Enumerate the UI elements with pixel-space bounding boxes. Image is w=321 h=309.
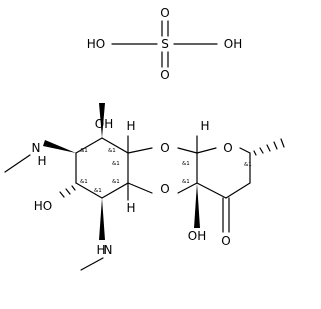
hydroxyl-top-label: OH [95,117,113,131]
svg-text:H: H [126,119,135,133]
amine-lower-H-label: H [96,243,105,257]
oxygen-bottom-label: O [160,68,169,82]
svg-text:H: H [126,201,135,215]
stereo-hydrogen-bottom: H [126,182,136,215]
methyl-hash-bond [253,138,285,156]
hydroxyl-bottom-wedge [194,183,200,228]
hydroxyl-left-label: HO [87,37,105,51]
svg-text:&1: &1 [112,161,120,167]
stereo-labels: &1 &1 &1 &1 &1 &1 &1 &1 &1 [80,148,252,194]
svg-text:&1: &1 [80,148,88,154]
svg-text:&1: &1 [80,179,88,185]
svg-text:&1: &1 [94,188,102,194]
svg-text:H: H [200,119,209,133]
stereo-hydrogen-top-1: H [126,119,136,154]
amine-lower-N-label: N [104,243,113,257]
amine-upper-H-label: H [37,154,46,168]
amine-upper-wedge [43,140,76,153]
sulfur-label: S [161,37,169,51]
sulfuric-acid: S O O HO OH [87,6,242,82]
spectinomycin: O OH OH HO N H H N O O O H [4,103,285,271]
svg-text:&1: &1 [182,179,190,185]
hydroxyl-bottom-label: OH [188,229,206,243]
svg-text:&1: &1 [182,161,190,167]
oxygen-top-label: O [160,6,169,20]
amine-upper-N-label: N [32,141,41,155]
stereo-hydrogen-top-2: H [196,119,210,154]
hydroxyl-right-label: OH [224,37,242,51]
svg-text:&1: &1 [244,162,252,168]
ring-oxygen-bottom: O [160,182,169,196]
ring-oxygen-top-right: O [223,141,232,155]
svg-text:&1: &1 [112,179,120,185]
ketone-oxygen-label: O [221,234,230,248]
hydroxyl-left-hash-bond [59,185,76,198]
ring-oxygen-top-left: O [160,141,169,155]
amine-lower-wedge [99,198,105,240]
hydroxyl-top-wedge [99,103,105,138]
hydroxyl-left-label: HO [34,199,52,213]
svg-text:&1: &1 [108,148,116,154]
